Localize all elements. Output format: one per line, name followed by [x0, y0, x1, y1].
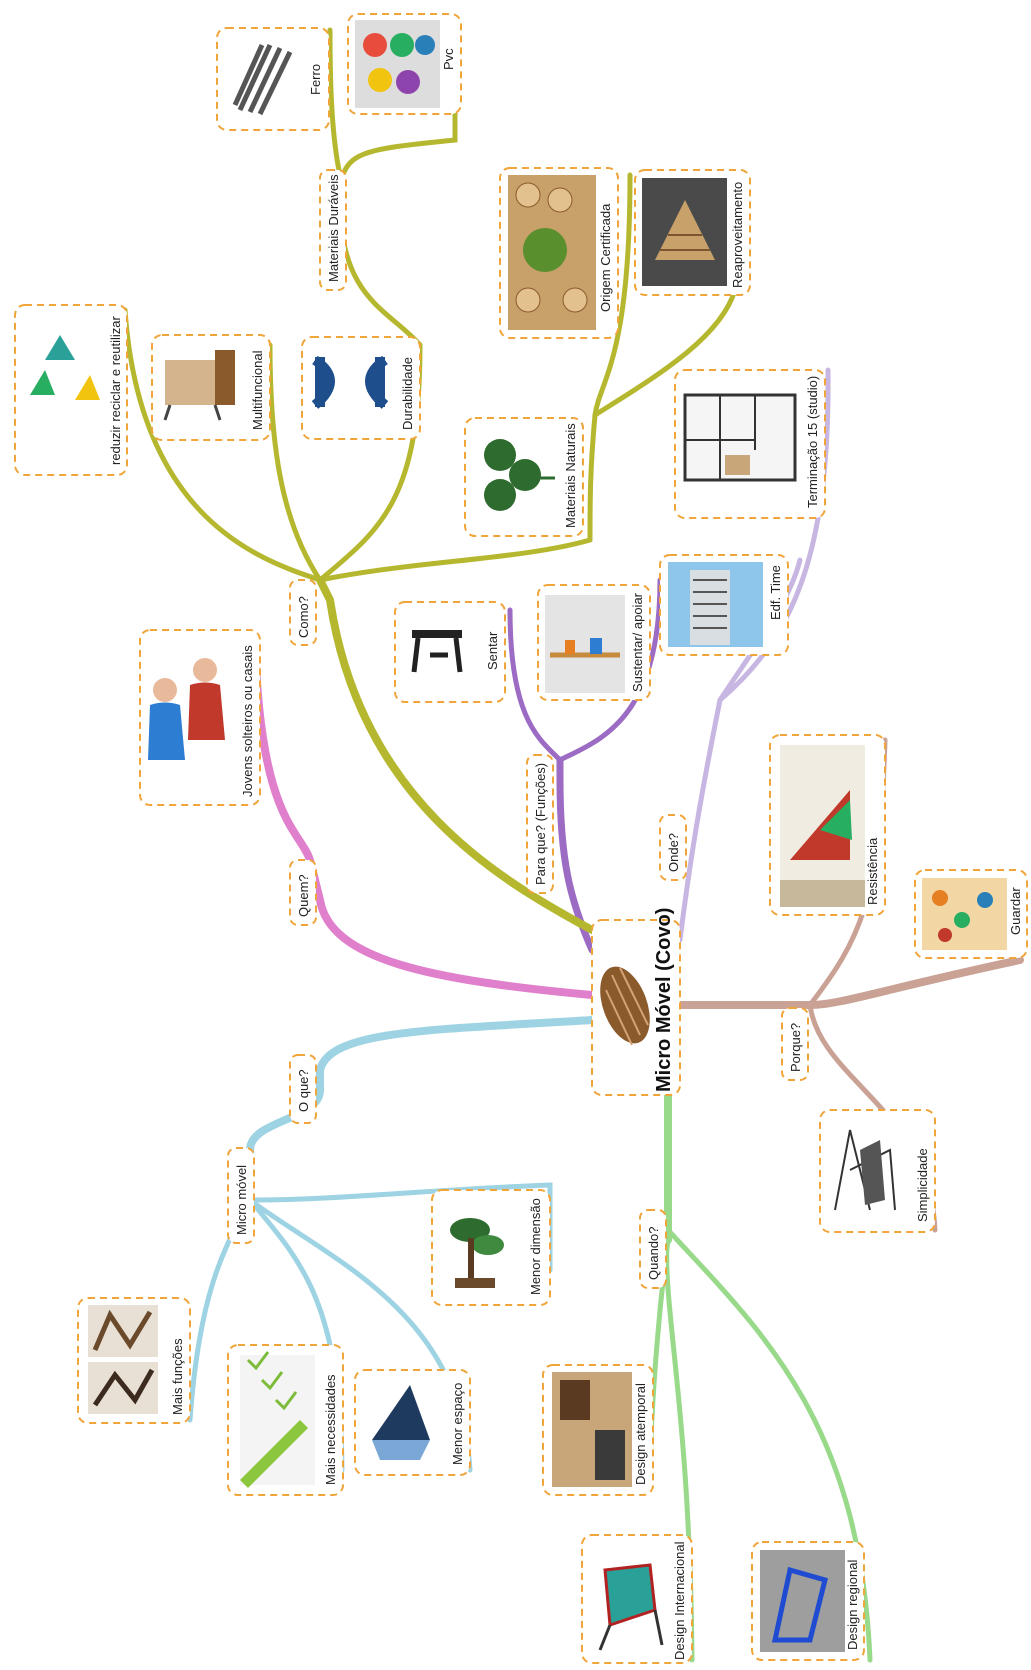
hourglass-icon: [311, 355, 389, 409]
label-onde[interactable]: Onde?: [659, 814, 687, 881]
svg-text:Materiais Duráveis: Materiais Duráveis: [326, 174, 341, 282]
svg-text:Mais necessidades: Mais necessidades: [323, 1374, 338, 1485]
sailboat-icon: [780, 745, 865, 907]
leaf-origem[interactable]: Origem Certificada: [499, 167, 619, 339]
label-quando[interactable]: Quando?: [639, 1209, 667, 1289]
label-paraque[interactable]: Para que? (Funções): [526, 754, 554, 894]
bonsai-icon: [450, 1218, 504, 1288]
leaf-edf-time[interactable]: Edf. Time: [659, 554, 789, 656]
bookshelf-icon: [88, 1305, 158, 1414]
leaf-guardar[interactable]: Guardar: [914, 869, 1028, 959]
leaf-mais-necessidades[interactable]: Mais necessidades: [227, 1344, 344, 1496]
svg-text:O que?: O que?: [296, 1069, 311, 1112]
svg-text:Materiais Naturais: Materiais Naturais: [563, 423, 578, 528]
svg-text:Como?: Como?: [296, 596, 311, 638]
leaf-terminacao[interactable]: Terminação 15 (studio): [674, 369, 826, 519]
multifunction-furniture-icon: [163, 350, 235, 421]
blue-chair-icon: [760, 1550, 845, 1652]
pvc-spools-icon: [355, 20, 440, 108]
label-materiais-duraveis[interactable]: Materiais Duráveis: [319, 169, 347, 291]
people-icon: [148, 658, 225, 760]
svg-text:Sentar: Sentar: [485, 631, 500, 670]
svg-text:Para que? (Funções): Para que? (Funções): [533, 763, 548, 885]
center-title: Micro Móvel (Covo): [653, 908, 675, 1092]
svg-text:Mais funções: Mais funções: [170, 1338, 185, 1415]
svg-text:Design Internacional: Design Internacional: [672, 1541, 687, 1660]
svg-text:Resistência: Resistência: [865, 837, 880, 905]
leaf-jovens[interactable]: Jovens solteiros ou casais: [139, 629, 261, 806]
svg-text:Quem?: Quem?: [296, 874, 311, 917]
leaf-resistencia[interactable]: Resistência: [769, 734, 886, 916]
svg-text:Jovens solteiros ou casais: Jovens solteiros ou casais: [240, 645, 255, 797]
svg-text:Edf. Time: Edf. Time: [768, 565, 783, 620]
building-icon: [668, 562, 763, 647]
wood-logs-icon: [508, 175, 596, 330]
svg-text:Design regional: Design regional: [845, 1560, 860, 1650]
leaf-design-internacional[interactable]: Design Internacional: [581, 1534, 693, 1664]
svg-text:Onde?: Onde?: [666, 833, 681, 872]
leaf-reciclar[interactable]: reduzir reciclar e reutilizar: [14, 304, 128, 476]
leaf-simplicidade[interactable]: Simplicidade: [819, 1109, 936, 1233]
svg-text:Reaproveitamento: Reaproveitamento: [730, 182, 745, 288]
svg-text:Menor dimensão: Menor dimensão: [528, 1198, 543, 1295]
paraque-lines: [507, 577, 663, 954]
fold-icon: [372, 1385, 430, 1460]
wire-chair-icon: [834, 1129, 896, 1211]
svg-text:Guardar: Guardar: [1008, 887, 1023, 935]
pallet-furniture-icon: [642, 178, 727, 286]
svg-text:Simplicidade: Simplicidade: [915, 1148, 930, 1222]
label-quem[interactable]: Quem?: [289, 859, 317, 926]
svg-text:Multifuncional: Multifuncional: [250, 350, 265, 430]
leaf-durabilidade[interactable]: Durabilidade: [301, 336, 421, 440]
floorplan-icon: [683, 393, 797, 482]
svg-text:Porque?: Porque?: [788, 1023, 803, 1072]
storage-baskets-icon: [922, 878, 1007, 950]
svg-text:Terminação 15 (studio): Terminação 15 (studio): [805, 376, 820, 508]
quem-lines: [251, 636, 596, 999]
leaf-multifuncional[interactable]: Multifuncional: [151, 334, 271, 441]
center-node[interactable]: Micro Móvel (Covo): [591, 908, 681, 1096]
svg-text:Ferro: Ferro: [308, 64, 323, 95]
interior-room-icon: [552, 1372, 632, 1487]
stool-icon: [411, 630, 463, 673]
svg-text:reduzir reciclar e reutilizar: reduzir reciclar e reutilizar: [108, 316, 123, 465]
svg-text:Origem Certificada: Origem Certificada: [598, 203, 613, 312]
svg-text:Design atemporal: Design atemporal: [633, 1383, 648, 1485]
svg-text:Durabilidade: Durabilidade: [400, 357, 415, 430]
leaf-sustentar[interactable]: Sustentar/ apoiar: [537, 584, 651, 701]
label-oque[interactable]: O que?: [289, 1054, 317, 1124]
checklist-icon: [240, 1351, 315, 1488]
label-como[interactable]: Como?: [289, 579, 317, 646]
branch-labels: O que? Micro móvel Quando? Porque? Onde?…: [227, 169, 809, 1289]
chair-icon: [598, 1563, 664, 1651]
leaf-menor-dimensao[interactable]: Menor dimensão: [431, 1189, 551, 1306]
leaf-materiais-naturais[interactable]: Materiais Naturais: [464, 417, 584, 537]
wall-shelf-icon: [545, 595, 625, 693]
leaf-pvc[interactable]: Pvc: [347, 13, 462, 115]
leaf-design-atemporal[interactable]: Design atemporal: [542, 1364, 654, 1496]
leaf-sentar[interactable]: Sentar: [394, 601, 506, 703]
svg-text:Micro móvel: Micro móvel: [234, 1165, 249, 1235]
recycle-icon: [30, 335, 100, 400]
svg-text:Quando?: Quando?: [646, 1227, 661, 1281]
covo-basket-icon: [600, 966, 650, 1046]
como-lines: [122, 17, 743, 934]
svg-text:Pvc: Pvc: [441, 48, 456, 70]
leaf-reaproveitamento[interactable]: Reaproveitamento: [634, 169, 751, 296]
label-porque[interactable]: Porque?: [781, 1007, 809, 1081]
leaf-ferro[interactable]: Ferro: [216, 27, 330, 131]
label-micro-movel[interactable]: Micro móvel: [227, 1147, 255, 1244]
iron-bars-icon: [232, 43, 293, 116]
leaf-mais-funcoes[interactable]: Mais funções: [77, 1297, 191, 1424]
leaf-design-regional[interactable]: Design regional: [751, 1541, 865, 1661]
svg-text:Menor espaço: Menor espaço: [450, 1383, 465, 1465]
leaf-menor-espaco[interactable]: Menor espaço: [354, 1369, 471, 1476]
svg-text:Sustentar/ apoiar: Sustentar/ apoiar: [630, 592, 645, 692]
clover-icon: [484, 439, 555, 511]
